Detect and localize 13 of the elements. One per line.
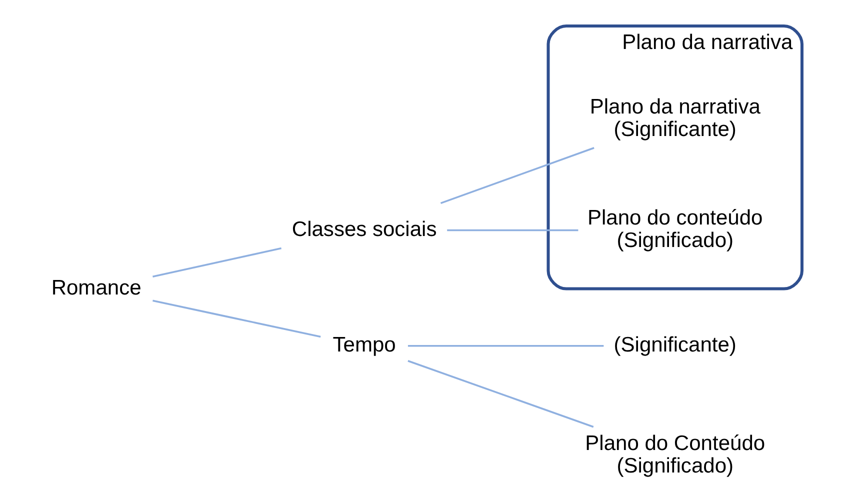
node-text: Plano do conteúdo (Significado) [587, 206, 763, 252]
connector [447, 229, 578, 232]
node-text: Classes sociais [292, 218, 437, 241]
node-text: Plano da narrativa (Significante) [590, 95, 760, 141]
connector [152, 300, 321, 338]
node-text: Plano do Conteúdo (Significado) [585, 432, 766, 478]
node-text: (Significante) [614, 333, 736, 356]
connector [440, 147, 594, 204]
node-text: Romance [51, 276, 142, 300]
connector [408, 344, 604, 347]
connector [408, 360, 594, 428]
connector [152, 247, 282, 278]
node-text: Tempo [332, 333, 396, 356]
